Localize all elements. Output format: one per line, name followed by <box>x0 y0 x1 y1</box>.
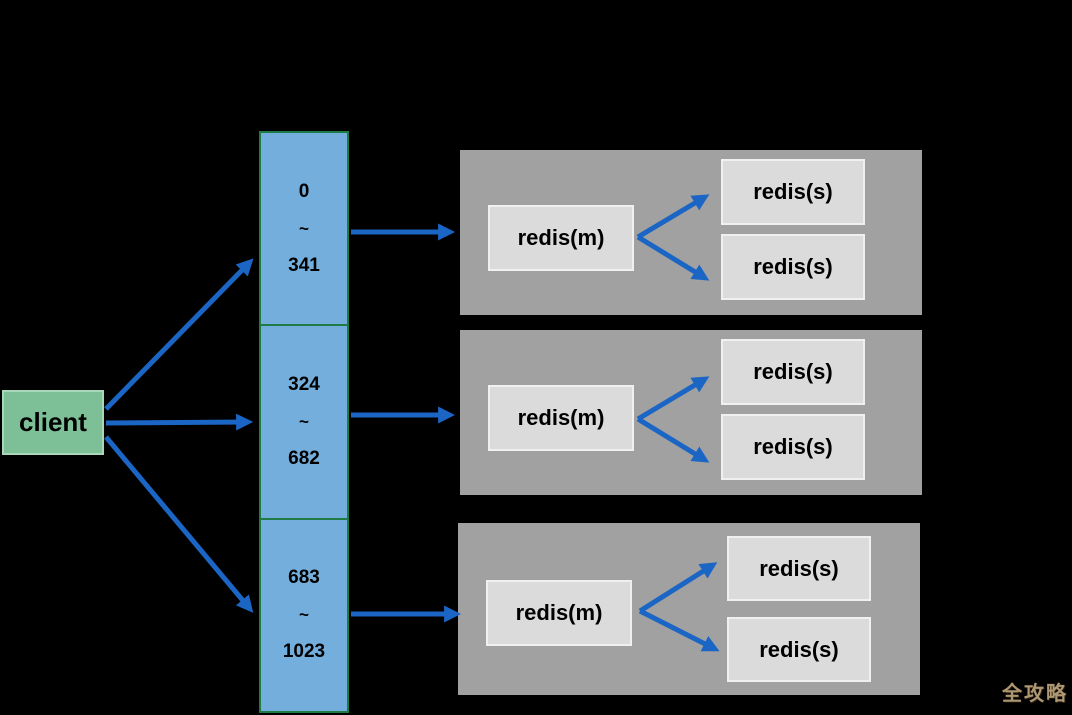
redis-master-label: redis(m) <box>515 600 603 625</box>
client-node: client <box>2 390 104 455</box>
redis-master-node: redis(m) <box>486 580 632 646</box>
redis-slave-label: redis(s) <box>759 636 839 662</box>
slot-range-2-end: 1023 <box>282 641 326 663</box>
client-label: client <box>19 407 87 437</box>
redis-slave-label: redis(s) <box>753 254 833 279</box>
slot-range-0: 0 ~ 341 <box>261 133 347 324</box>
slot-range-2-start: 683 <box>288 567 320 589</box>
redis-slave-node: redis(s) <box>721 414 865 480</box>
slot-range-1-start: 324 <box>288 373 320 395</box>
slot-range-1: 324 ~ 682 <box>261 324 347 517</box>
redis-slave-node: redis(s) <box>721 159 865 225</box>
redis-slave-node: redis(s) <box>721 234 865 300</box>
redis-slave-node: redis(s) <box>721 339 865 405</box>
slot-range-0-separator: ~ <box>299 218 309 238</box>
redis-master-node: redis(m) <box>488 205 634 271</box>
slot-range-0-start: 0 <box>298 180 310 202</box>
redis-cluster-1: redis(m) redis(s) redis(s) <box>460 330 922 495</box>
redis-slave-node: redis(s) <box>727 617 871 682</box>
arrow-client-to-slots-1 <box>105 413 254 431</box>
arrow-client-to-slots-0 <box>104 258 254 411</box>
redis-slave-node: redis(s) <box>727 536 871 601</box>
arrow-client-to-slots-2 <box>104 435 254 613</box>
redis-master-label: redis(m) <box>517 225 605 250</box>
slot-range-1-end: 682 <box>288 447 320 469</box>
redis-slave-label: redis(s) <box>753 359 833 384</box>
redis-slave-label: redis(s) <box>759 555 839 581</box>
slot-range-0-end: 341 <box>288 254 320 276</box>
redis-slave-label: redis(s) <box>753 434 833 459</box>
slot-range-2-separator: ~ <box>299 605 309 625</box>
redis-cluster-0: redis(m) redis(s) redis(s) <box>460 150 922 315</box>
watermark-text: 全攻略 <box>1002 683 1068 705</box>
slot-range-1-separator: ~ <box>299 411 309 431</box>
redis-slave-label: redis(s) <box>753 179 833 204</box>
slot-range-2: 683 ~ 1023 <box>261 517 347 711</box>
slot-range-column: 0 ~ 341 324 ~ 682 683 ~ 1023 <box>259 131 349 713</box>
redis-master-label: redis(m) <box>517 405 605 430</box>
redis-master-node: redis(m) <box>488 385 634 451</box>
redis-cluster-2: redis(m) redis(s) redis(s) <box>458 523 920 695</box>
